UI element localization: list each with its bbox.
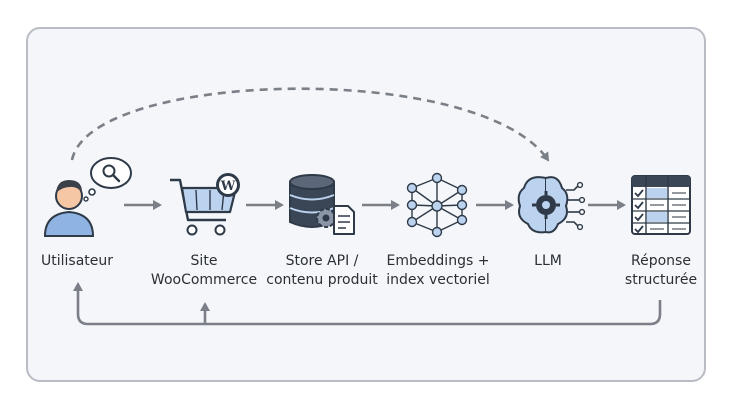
label-line: Utilisateur [40, 253, 114, 269]
table-checklist-icon [631, 175, 691, 235]
label-line: index vectoriel [386, 272, 490, 288]
label-line: structurée [624, 272, 698, 288]
label-line: LLM [534, 253, 562, 269]
label-user: Utilisateur [41, 252, 113, 271]
label-embeddings: Embeddings + index vectoriel [386, 252, 490, 290]
label-line: contenu produit [266, 272, 378, 288]
brain-gear-icon [517, 176, 586, 234]
label-response: Réponse structurée [625, 252, 697, 290]
dashed-arrow-user-to-llm [70, 87, 550, 162]
label-store-api: Store API / contenu produit [266, 252, 377, 290]
label-woocommerce: Site WooCommerce [151, 252, 257, 290]
label-llm: LLM [534, 252, 562, 271]
label-line: WooCommerce [150, 272, 258, 288]
user-search-icon [43, 157, 132, 237]
database-gear-document-icon [289, 174, 355, 235]
shopping-cart-wordpress-icon: W [170, 173, 240, 236]
neural-network-icon [406, 172, 468, 238]
return-arrow-resp-to-user [73, 282, 662, 326]
svg-text:W: W [220, 179, 236, 194]
label-line: Site [190, 253, 218, 269]
label-line: Réponse [631, 253, 691, 269]
label-line: Store API / [285, 253, 359, 269]
label-line: Embeddings + [386, 253, 490, 269]
